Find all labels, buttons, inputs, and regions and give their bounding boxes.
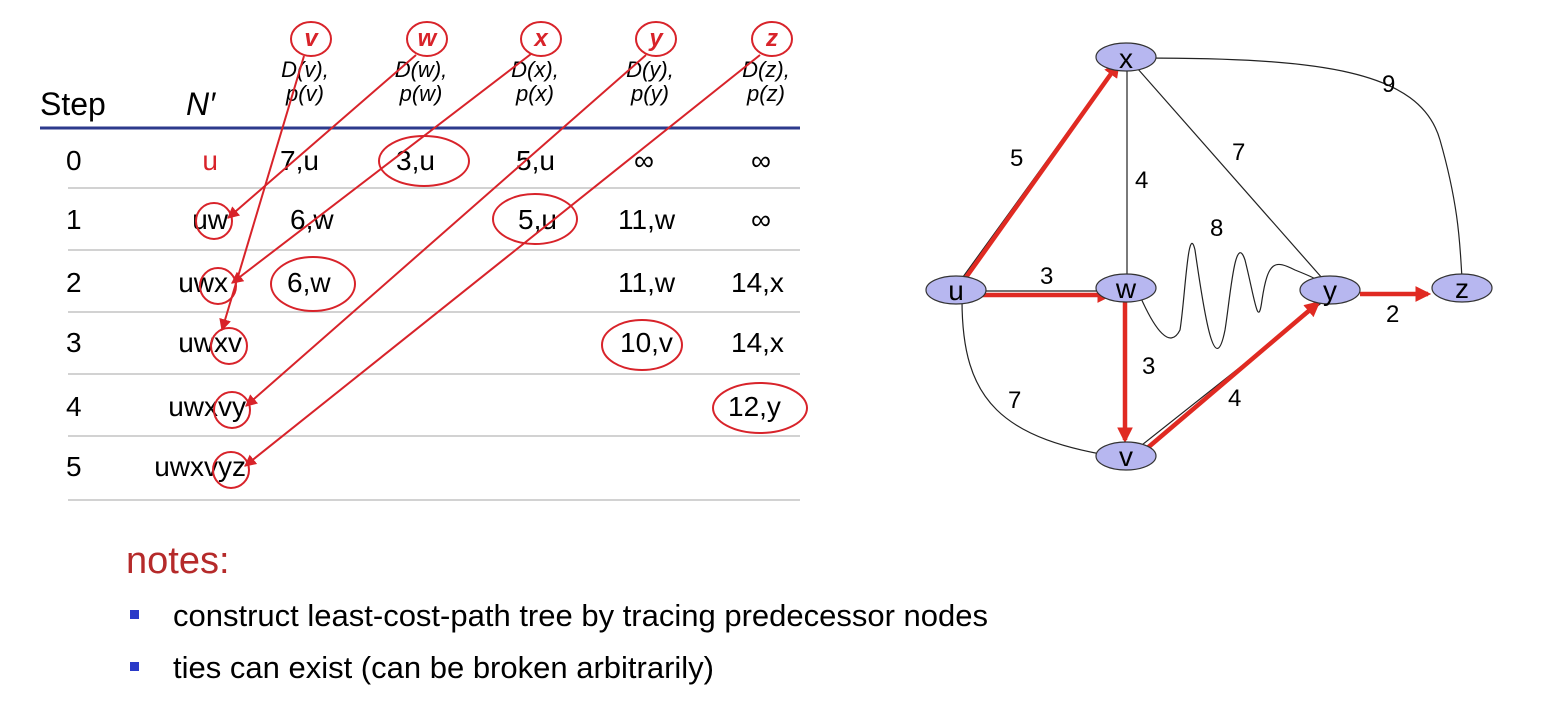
row2-cell-v: 6,w xyxy=(287,267,331,298)
cost-u-v: 7 xyxy=(1008,387,1021,414)
node-w-label: w xyxy=(1115,273,1137,304)
row-separators xyxy=(68,187,800,501)
cost-u-w: 3 xyxy=(1040,263,1053,290)
node-u-label: u xyxy=(948,275,964,306)
node-y: y xyxy=(1299,275,1361,306)
cost-u-x: 5 xyxy=(1010,145,1023,172)
row2-cell-y: 11,w xyxy=(618,267,676,298)
col-header-y: D(y), p(y) xyxy=(605,58,695,106)
cost-y-z: 2 xyxy=(1386,301,1399,328)
least-cost-tree xyxy=(960,61,1432,458)
header-circles xyxy=(290,21,793,57)
col-header-x: D(x), p(x) xyxy=(490,58,580,106)
col-header-v: D(v), p(v) xyxy=(260,58,350,106)
note-item: ties can exist (can be broken arbitraril… xyxy=(130,650,714,686)
node-z: z xyxy=(1431,273,1493,304)
edge-x-y xyxy=(1129,59,1331,288)
col-node-y: y xyxy=(649,25,663,52)
row0-cell-v: 7,u xyxy=(280,145,319,176)
bullet-icon xyxy=(130,610,139,620)
node-v-label: v xyxy=(1119,441,1133,472)
cost-w-v: 3 xyxy=(1142,353,1155,380)
row1-cell-z: ∞ xyxy=(751,204,771,235)
row3-nprime: uwxv xyxy=(178,327,242,358)
cost-x-w: 4 xyxy=(1135,167,1148,194)
col-header-y-p: p(y) xyxy=(631,81,669,106)
row2-nprime: uwx xyxy=(178,267,228,298)
note-item: construct least-cost-path tree by tracin… xyxy=(130,598,988,634)
row1-cell-y: 11,w xyxy=(618,204,676,235)
row4-cell-z: 12,y xyxy=(728,391,781,422)
row5-step: 5 xyxy=(66,451,82,482)
edge-x-z xyxy=(1139,57,1463,279)
col-header-z-d: D(z), xyxy=(742,57,790,82)
row1-cell-v: 6,w xyxy=(290,204,334,235)
col-header-w-p: p(w) xyxy=(399,81,443,106)
col-node-x: x xyxy=(534,25,548,52)
node-z-label: z xyxy=(1455,273,1469,304)
row0-cell-x: 5,u xyxy=(516,145,555,176)
col-header-x-p: p(x) xyxy=(516,81,554,106)
cost-x-y: 7 xyxy=(1232,139,1245,166)
node-x: x xyxy=(1095,42,1157,74)
col-header-w: D(w), p(w) xyxy=(376,58,466,106)
path-u-x xyxy=(960,61,1120,285)
row1-cell-x: 5,u xyxy=(518,204,557,235)
cost-w-y: 8 xyxy=(1210,215,1223,242)
col-header-z-p: p(z) xyxy=(747,81,785,106)
node-x-label: x xyxy=(1119,43,1133,74)
col-header-z: D(z), p(z) xyxy=(721,58,811,106)
col-node-v: v xyxy=(304,25,318,52)
col-header-v-d: D(v), xyxy=(281,57,329,82)
path-v-y xyxy=(1136,300,1321,458)
bullet-icon xyxy=(130,662,139,672)
edge-u-v xyxy=(961,299,1126,459)
trace-arrows xyxy=(219,53,761,467)
note-text: construct least-cost-path tree by tracin… xyxy=(173,598,989,633)
row0-cell-w: 3,u xyxy=(396,145,435,176)
row0-cell-z: ∞ xyxy=(751,145,771,176)
row3-cell-z: 14,x xyxy=(731,327,784,358)
row4-nprime: uwxvy xyxy=(168,391,246,422)
node-y-label: y xyxy=(1323,275,1337,306)
col-header-x-d: D(x), xyxy=(511,57,559,82)
col-header-w-d: D(w), xyxy=(394,57,448,82)
note-text: ties can exist (can be broken arbitraril… xyxy=(173,650,715,685)
row3-step: 3 xyxy=(66,327,82,358)
node-u: u xyxy=(925,275,987,306)
notes-title: notes: xyxy=(126,540,230,582)
row4-step: 4 xyxy=(66,391,82,422)
row0-nprime: u xyxy=(202,145,218,176)
row2-cell-z: 14,x xyxy=(731,267,784,298)
cost-v-y: 4 xyxy=(1228,385,1241,412)
cost-x-z: 9 xyxy=(1382,71,1395,98)
col-node-w: w xyxy=(417,25,437,52)
col-node-z: z xyxy=(766,25,778,52)
row2-step: 2 xyxy=(66,267,82,298)
row1-step: 1 xyxy=(66,204,82,235)
graph-nodes: x u w y z v xyxy=(925,42,1493,472)
edge-cost-labels: 5 3 7 4 7 9 8 3 4 2 xyxy=(1008,71,1399,414)
header-nprime: N′ xyxy=(186,86,216,122)
row5-nprime: uwxvyz xyxy=(154,451,246,482)
node-v: v xyxy=(1095,441,1157,472)
edge-w-y xyxy=(1139,242,1327,349)
row0-step: 0 xyxy=(66,145,82,176)
col-header-y-d: D(y), xyxy=(626,57,674,82)
node-w: w xyxy=(1095,273,1157,304)
row3-cell-y: 10,v xyxy=(620,327,673,358)
header-step: Step xyxy=(40,86,106,122)
